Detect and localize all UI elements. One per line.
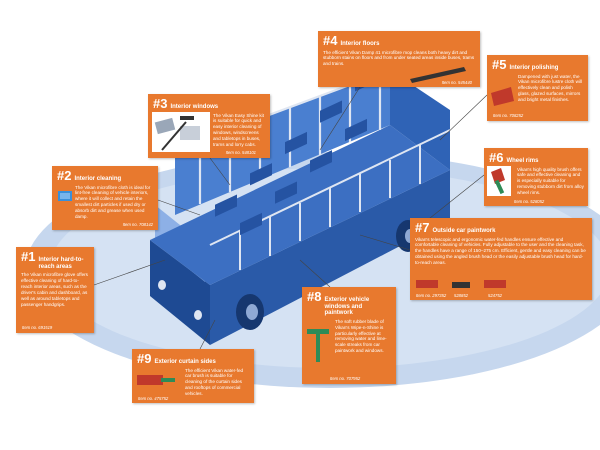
callout-number: #4 — [323, 33, 338, 48]
wheel-brush-icon — [487, 166, 511, 196]
callout-description: The efficient Vikan water-fed car brush … — [185, 367, 244, 397]
callout-description: Dampened with just water, the Vikan micr… — [518, 73, 582, 103]
bus-side-panel — [210, 170, 450, 345]
callout-title: Interior hard-to-reach areas — [38, 257, 84, 270]
wheel-front-hub-icon — [246, 304, 258, 320]
callout-item-number: 524752 — [488, 293, 502, 298]
callout-title: Interior floors — [340, 41, 380, 47]
car-brush-icon — [137, 375, 175, 385]
callout-title: Interior windows — [170, 104, 219, 110]
callout-number: #6 — [489, 150, 504, 165]
squeegee-icon — [307, 329, 329, 362]
callout-item-number: Item no. 545440 — [441, 80, 472, 85]
callout-number: #9 — [137, 351, 152, 366]
callout-item-number: 528852 — [454, 293, 468, 298]
callout-title: Interior polishing — [509, 65, 559, 71]
callout-title: Exterior curtain sides — [154, 359, 216, 365]
microfibre-cloth-icon — [58, 191, 72, 201]
callout-description: The Vikan microfibre cloth is ideal for … — [75, 184, 151, 219]
callout-title: Outside car paintwork — [432, 228, 496, 234]
headlight-icon — [194, 310, 202, 320]
callout-number: #7 — [415, 220, 430, 235]
callout-item-number: Item no. 297352 — [416, 293, 447, 298]
callout-number: #3 — [153, 96, 168, 111]
leader-lines — [93, 86, 488, 350]
callout-item-number: Item no. 528052 — [514, 199, 545, 204]
callout-description: The soft rubber blade of Vikan's Wipe-n-… — [335, 318, 387, 354]
callout-description: Vikan's telescopic and ergonomic water-f… — [415, 236, 586, 266]
bus-front — [150, 240, 210, 345]
callout-item-number: Item no. 707952 — [330, 376, 361, 381]
callout-description: Vikan's high quality brush offers safe a… — [517, 166, 584, 196]
callout-number: #2 — [57, 168, 72, 183]
polishing-cloth-icon — [491, 87, 514, 106]
callout-title: Interior cleaning — [74, 176, 122, 182]
callout-description: The Vikan microfibre glove offers effect… — [21, 272, 88, 307]
callout-description: The Vikan Easy Shine kit is suitable for… — [213, 112, 264, 147]
callout-item-number: Item no. 708252 — [493, 113, 524, 118]
callout-number: #8 — [307, 289, 322, 304]
callout-title: Exterior vehicle windows and paintwork — [324, 297, 370, 317]
callout-item-number: Item no. 691519 — [22, 325, 53, 330]
callout-number: #5 — [492, 57, 507, 72]
callout-item-number: Item no. 548101 — [225, 150, 256, 155]
water-fed-brush-icon — [416, 280, 506, 288]
headlight-icon — [158, 280, 166, 290]
callout-item-number: Item no. 708142 — [122, 222, 153, 227]
window-kit-icon — [152, 112, 210, 152]
callout-number: #1 — [21, 249, 36, 264]
callout-title: Wheel rims — [506, 158, 539, 164]
callout-item-number: Item no. 475752 — [138, 396, 169, 401]
callout-description: The efficient Vikan Damp 41 microfibre m… — [323, 49, 475, 67]
floor-mop-icon — [410, 67, 466, 83]
bus-back-wall — [390, 70, 450, 170]
